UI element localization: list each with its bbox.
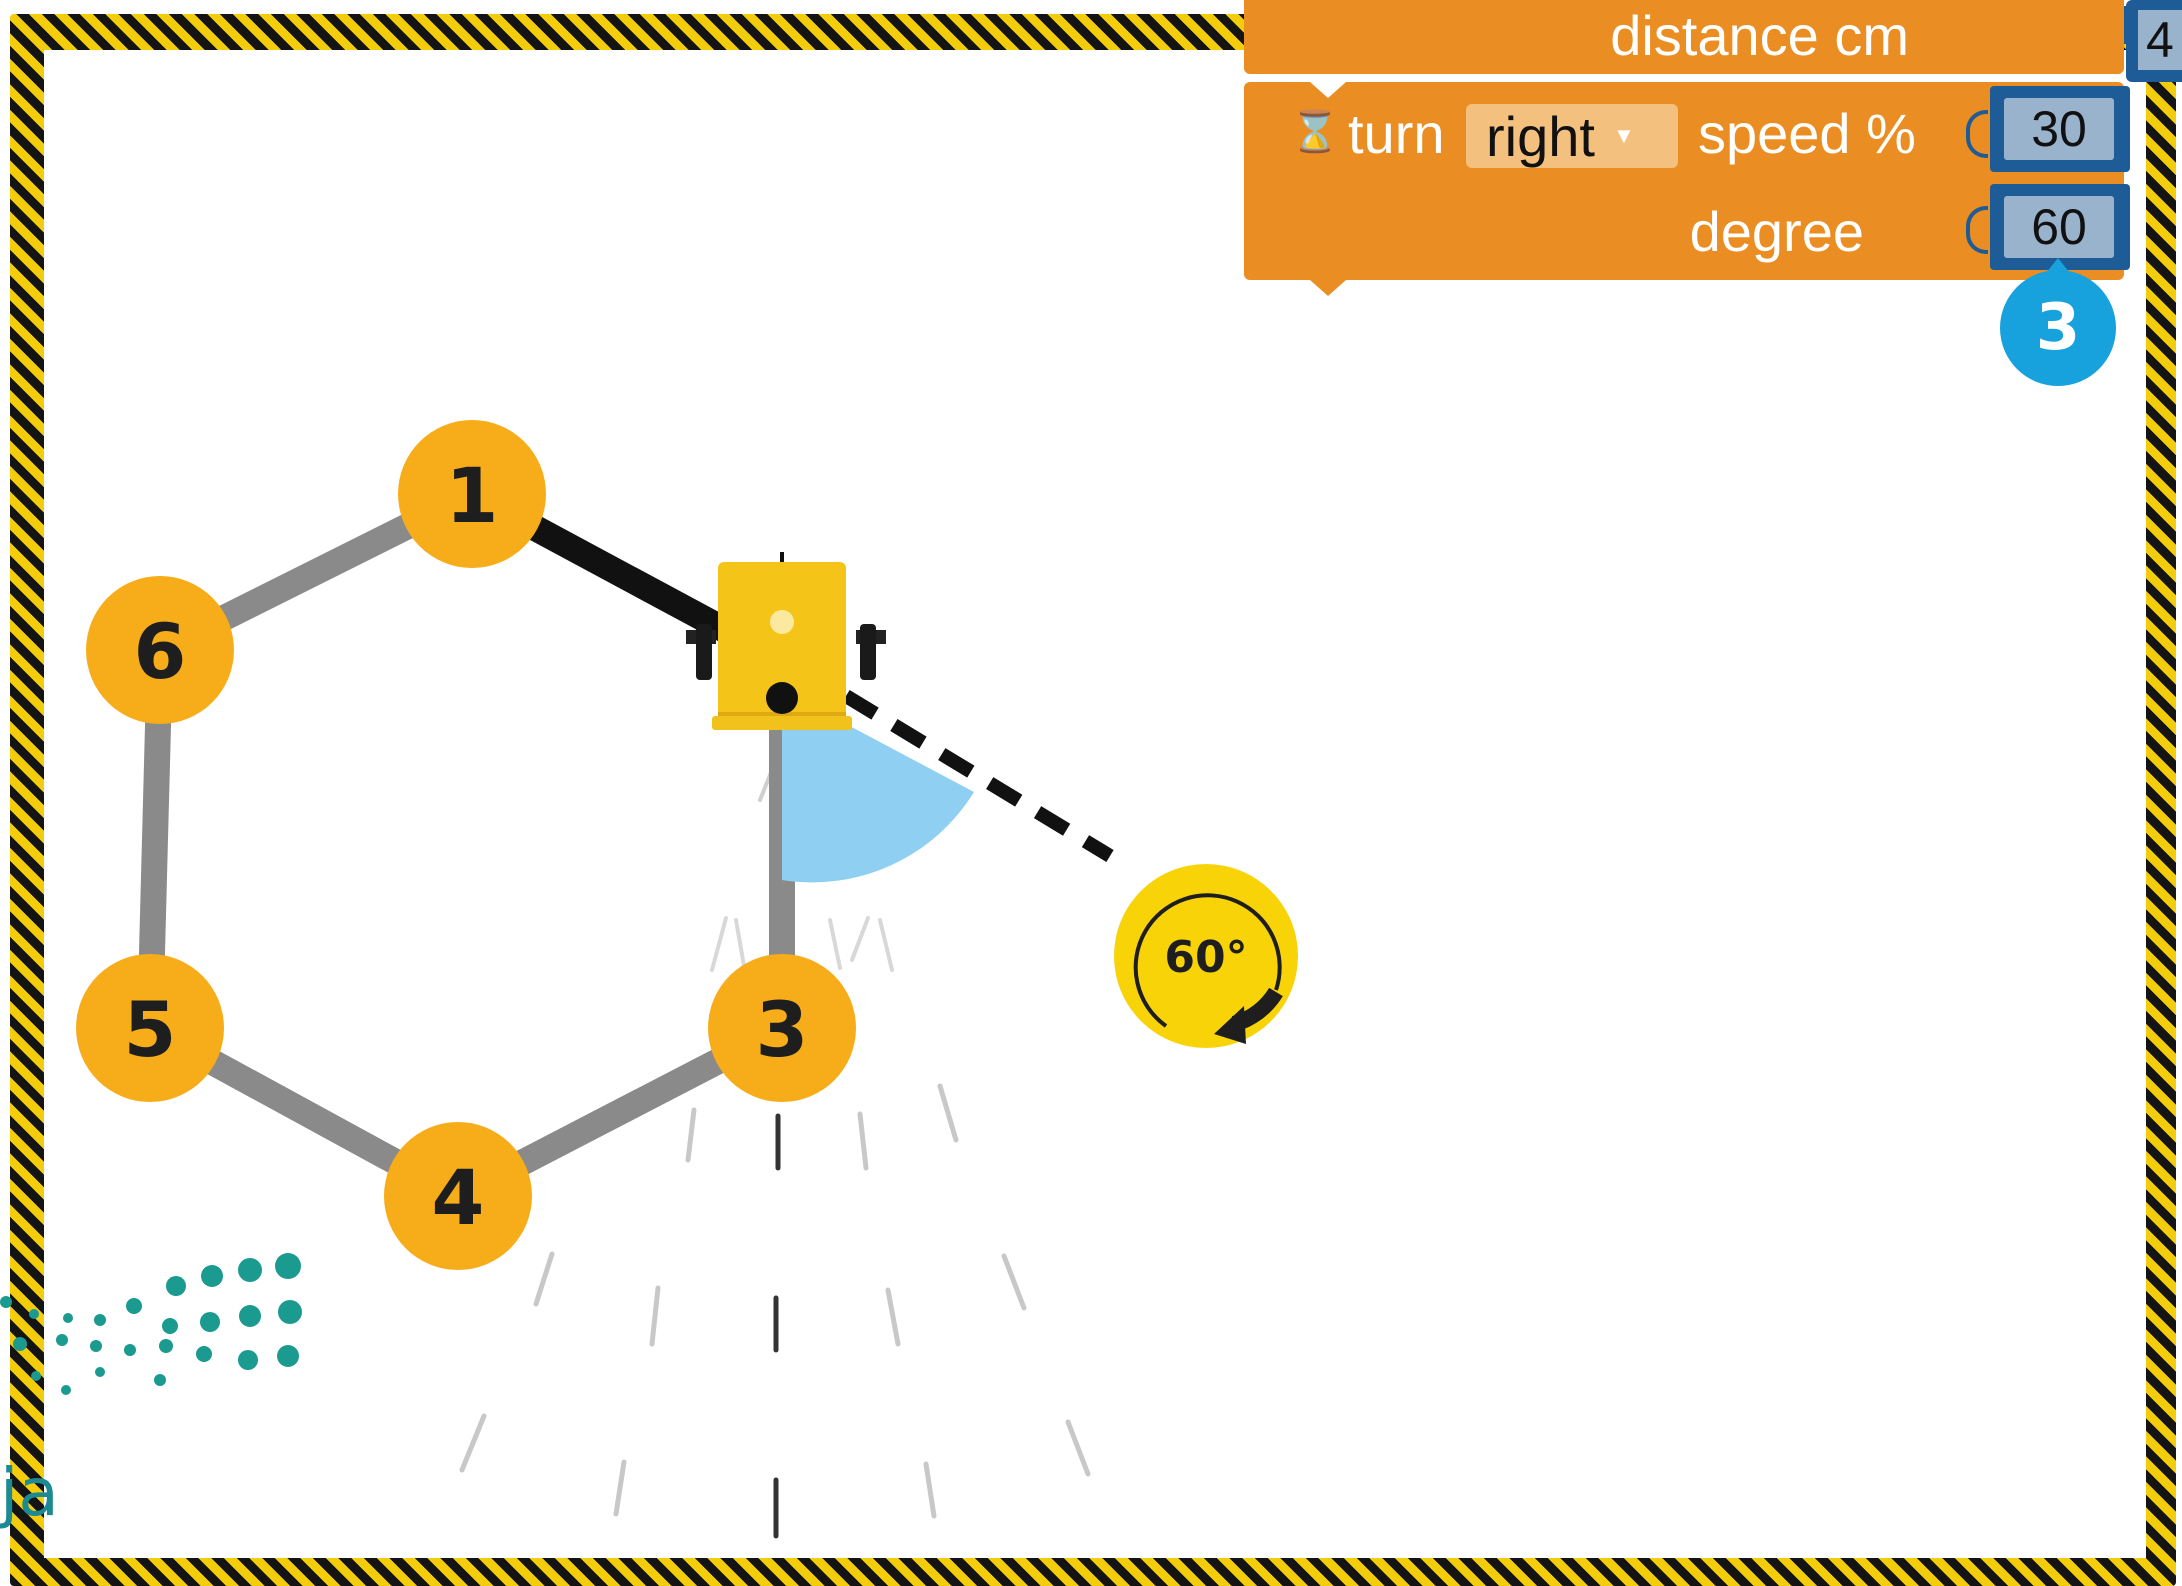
node-label: 4: [432, 1153, 485, 1242]
direction-dropdown[interactable]: right ▼: [1466, 104, 1678, 168]
node-4: 4: [384, 1122, 532, 1270]
hourglass-icon: ⌛: [1290, 112, 1340, 152]
distance-label: distance cm: [1610, 8, 1909, 64]
node-6: 6: [86, 576, 234, 724]
speed-input[interactable]: [2004, 98, 2114, 160]
speed-label: speed %: [1698, 106, 1916, 162]
turn-angle-badge: 60°: [1114, 864, 1298, 1048]
distance-value-slot[interactable]: 4: [2126, 0, 2182, 82]
node-label: 5: [124, 985, 177, 1074]
direction-value: right: [1486, 104, 1595, 169]
node-label: 3: [756, 985, 809, 1074]
hexagon-path: [150, 494, 782, 1196]
step-marker: 3: [2000, 270, 2116, 386]
node-label: 6: [134, 607, 187, 696]
node-5: 5: [76, 954, 224, 1102]
watermark-text: ja: [0, 1460, 59, 1526]
distance-value[interactable]: 4: [2138, 10, 2182, 70]
node-1: 1: [398, 420, 546, 568]
step-marker-label: 3: [2036, 291, 2081, 365]
speed-socket: [1966, 110, 1988, 158]
block-top-notch: [1310, 82, 1346, 98]
dropdown-arrow-icon: ▼: [1613, 123, 1635, 149]
turn-angle-label: 60°: [1164, 932, 1247, 983]
degree-socket: [1966, 206, 1988, 254]
block-bottom-notch: [1310, 280, 1346, 296]
degree-label: degree: [1690, 204, 1864, 260]
node-label: 1: [446, 451, 499, 540]
speed-slot[interactable]: [1990, 86, 2130, 172]
ministry-dots-logo: [0, 1253, 302, 1395]
turn-label: turn: [1348, 106, 1445, 162]
degree-input[interactable]: [2004, 196, 2114, 258]
move-distance-block[interactable]: distance cm: [1244, 0, 2124, 74]
turn-block[interactable]: ⌛ turn right ▼ speed % degree: [1244, 82, 2124, 280]
node-3: 3: [708, 954, 856, 1102]
